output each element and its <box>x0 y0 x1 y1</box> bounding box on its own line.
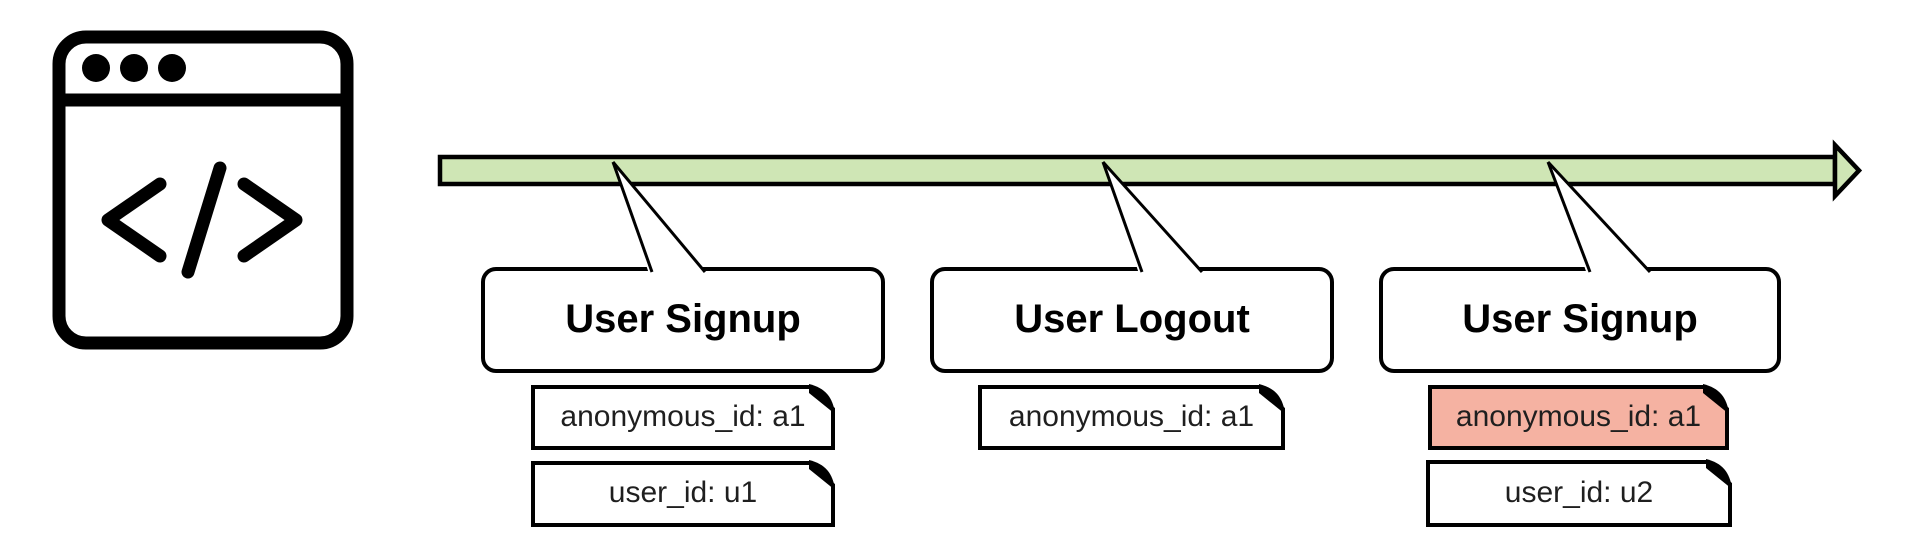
tag-label-e2-anonymous-id: anonymous_id: a1 <box>1008 399 1255 433</box>
tag-label-e1-anonymous-id: anonymous_id: a1 <box>560 399 806 433</box>
tag-label-e3-user-id: user_id: u2 <box>1504 475 1654 509</box>
folded-corner-icon <box>809 460 835 490</box>
folded-corner-icon <box>809 384 835 414</box>
event-box-3 <box>1379 267 1781 373</box>
folded-corner-icon <box>1259 384 1285 414</box>
event-title-2: User Logout <box>1014 296 1250 341</box>
tag-label-e3-anonymous-id: anonymous_id: a1 <box>1455 399 1702 433</box>
timeline-arrowhead <box>1832 139 1863 202</box>
browser-window-frame <box>52 30 354 350</box>
callout-tails <box>611 160 1654 277</box>
tag-shape-e3-anonymous-id-highlighted <box>1428 385 1729 450</box>
code-glyph-icon <box>101 161 303 279</box>
tag-shape-e2-anonymous-id <box>978 385 1285 450</box>
timeline-arrow <box>437 139 1863 202</box>
timeline-shaft <box>437 154 1838 187</box>
event-title-3: User Signup <box>1462 296 1698 341</box>
tag-shape-e1-anonymous-id <box>531 385 835 450</box>
tag-shape-e3-user-id <box>1426 460 1732 527</box>
window-dots-icon <box>82 54 186 82</box>
property-tags <box>531 384 1732 527</box>
tag-label-e1-user-id: user_id: u1 <box>608 476 758 509</box>
event-callouts <box>481 160 1781 373</box>
event-box-2 <box>930 267 1334 373</box>
folded-corner-icon <box>1706 459 1732 489</box>
folded-corner-icon <box>1703 384 1729 414</box>
tag-shape-e1-user-id <box>531 461 835 527</box>
event-title-1: User Signup <box>565 296 801 341</box>
browser-code-icon <box>52 30 354 350</box>
